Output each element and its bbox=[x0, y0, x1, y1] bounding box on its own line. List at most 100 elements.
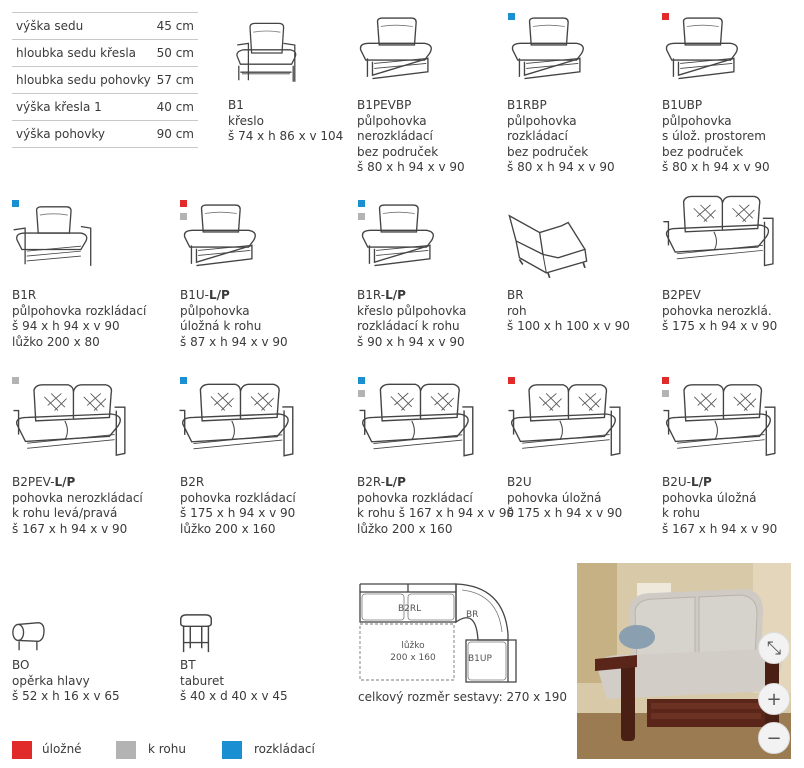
fit-screen-button[interactable]: ⤡ bbox=[758, 632, 790, 664]
fit-screen-icon: ⤡ bbox=[766, 637, 782, 659]
product-line: š 80 x h 94 x v 90 bbox=[507, 160, 615, 174]
product-line: pohovka úložná bbox=[662, 490, 757, 505]
product-line: křeslo půlpohovka bbox=[357, 303, 467, 318]
legend-swatch-corner bbox=[116, 741, 136, 759]
zoom-in-button[interactable]: + bbox=[758, 683, 790, 715]
product-b1rbp: B1RBP půlpohovka rozkládací bez područek… bbox=[507, 98, 615, 176]
product-b1u: B1U-L/P půlpohovka úložná k rohu š 87 x … bbox=[180, 288, 288, 350]
product-code: B2U-L/P bbox=[662, 475, 777, 491]
product-line: š 90 x h 94 x v 90 bbox=[357, 334, 465, 349]
layout-plan-diagram bbox=[358, 578, 518, 684]
product-line: úložná k rohu bbox=[180, 319, 262, 333]
storage-marker bbox=[662, 13, 669, 20]
spec-value: 50 cm bbox=[156, 46, 194, 60]
product-bo: BO opěrka hlavy š 52 x h 16 x v 65 bbox=[12, 658, 120, 705]
product-line: k rohu levá/pravá bbox=[12, 506, 118, 520]
sofa-b2ulp-image bbox=[660, 374, 780, 466]
product-code: B2U bbox=[507, 475, 532, 489]
product-code: B2PEV bbox=[662, 288, 701, 302]
spec-row: hloubka sedu pohovky 57 cm bbox=[12, 67, 198, 94]
product-b1ubp: B1UBP půlpohovka s úlož. prostorem bez p… bbox=[662, 98, 770, 176]
product-b1pevbp: B1PEVBP půlpohovka nerozkládací bez podr… bbox=[357, 98, 465, 176]
product-line: opěrka hlavy bbox=[12, 673, 90, 688]
product-line: š 167 x h 94 x v 90 bbox=[12, 521, 128, 536]
sofa-b2rlp-image bbox=[356, 374, 478, 466]
legend-swatch-storage bbox=[12, 741, 32, 759]
product-code-prefix: B2U- bbox=[662, 475, 691, 489]
plus-icon: + bbox=[766, 688, 782, 710]
product-line: půlpohovka bbox=[357, 113, 427, 128]
product-line: lůžko 200 x 160 bbox=[357, 521, 453, 536]
product-code-suffix: L/P bbox=[690, 475, 712, 489]
half-sofa-b1u-image bbox=[178, 198, 262, 276]
product-code-suffix: L/P bbox=[385, 288, 406, 302]
product-code-prefix: B1R- bbox=[357, 288, 386, 302]
product-line: bez područek bbox=[662, 144, 744, 159]
corner-marker bbox=[358, 390, 365, 397]
product-b2r: B2R pohovka rozkládací š 175 x h 94 x v … bbox=[180, 475, 296, 537]
product-b2ulp: B2U-L/P pohovka úložná k rohu š 167 x h … bbox=[662, 475, 777, 537]
product-line: š 80 x h 94 x v 90 bbox=[662, 160, 770, 174]
spec-value: 57 cm bbox=[156, 73, 194, 87]
spec-value: 90 cm bbox=[156, 127, 194, 141]
product-line: pohovka úložná bbox=[507, 490, 602, 505]
legend-label-corner: k rohu bbox=[148, 742, 186, 756]
product-line: křeslo bbox=[228, 113, 264, 128]
product-line: š 167 x h 94 x v 90 bbox=[662, 521, 778, 536]
spec-row: výška pohovky 90 cm bbox=[12, 121, 198, 148]
product-line: s úlož. prostorem bbox=[662, 129, 766, 143]
product-line: půlpohovka bbox=[507, 113, 577, 128]
product-line: roh bbox=[507, 303, 527, 318]
expandable-marker bbox=[12, 200, 19, 207]
product-code-prefix: B1U- bbox=[180, 288, 209, 302]
product-line: pohovka rozkládací bbox=[357, 490, 473, 505]
armchair-b1-image bbox=[226, 12, 306, 94]
storage-marker bbox=[508, 377, 515, 384]
spec-value: 40 cm bbox=[156, 100, 194, 114]
product-line: k rohu bbox=[662, 506, 700, 520]
product-br: BR roh š 100 x h 100 x v 90 bbox=[507, 288, 630, 335]
product-code: BT bbox=[180, 658, 196, 672]
product-line: š 40 x d 40 x v 45 bbox=[180, 689, 288, 703]
half-sofa-b1ubp-image bbox=[660, 12, 744, 88]
product-line: půlpohovka rozkládací bbox=[12, 303, 147, 318]
product-line: nerozkládací bbox=[357, 129, 433, 143]
plan-bed-size: 200 x 160 bbox=[390, 653, 436, 663]
sofa-b2r-image bbox=[176, 374, 298, 466]
half-sofa-b1pevbp-image bbox=[354, 12, 438, 88]
product-line: pohovka nerozkládací bbox=[12, 490, 143, 505]
legend-label-expandable: rozkládací bbox=[254, 742, 315, 756]
product-line: lůžko 200 x 80 bbox=[12, 334, 100, 349]
product-code-suffix: L/P bbox=[208, 288, 230, 302]
product-code-suffix: L/P bbox=[54, 475, 76, 489]
legend-swatch-expandable bbox=[222, 741, 242, 759]
plan-label-b2rl: B2RL bbox=[398, 604, 422, 614]
sofa-photo bbox=[577, 563, 791, 759]
product-code-suffix: L/P bbox=[385, 475, 406, 489]
product-b1r: B1R půlpohovka rozkládací š 94 x h 94 x … bbox=[12, 288, 146, 350]
product-code: B1U-L/P bbox=[180, 288, 288, 304]
product-line: š 175 x h 94 x v 90 bbox=[180, 506, 296, 520]
spec-label: hloubka sedu pohovky bbox=[16, 73, 151, 87]
expandable-marker bbox=[180, 377, 187, 384]
spec-label: výška sedu bbox=[16, 19, 84, 33]
corner-marker bbox=[358, 213, 365, 220]
product-line: rozkládací bbox=[507, 129, 568, 143]
plan-bed-label: lůžko 200 x 160 bbox=[374, 640, 452, 664]
product-code: B2R bbox=[180, 475, 205, 489]
product-b2rlp: B2R-L/P pohovka rozkládací k rohu š 167 … bbox=[357, 475, 514, 537]
spec-label: výška pohovky bbox=[16, 127, 105, 141]
product-line: k rohu š 167 x h 94 x v 90 bbox=[357, 506, 515, 520]
plan-label-br: BR bbox=[466, 610, 479, 620]
product-code: B1 bbox=[228, 98, 244, 112]
zoom-out-button[interactable]: − bbox=[758, 722, 790, 754]
product-line: š 74 x h 86 x v 104 bbox=[228, 129, 344, 143]
product-line: taburet bbox=[180, 673, 225, 688]
sofa-b2pev-image bbox=[660, 186, 778, 276]
storage-marker bbox=[662, 377, 669, 384]
product-code: B2R-L/P bbox=[357, 475, 514, 491]
storage-marker bbox=[180, 200, 187, 207]
product-bt: BT taburet š 40 x d 40 x v 45 bbox=[180, 658, 288, 705]
